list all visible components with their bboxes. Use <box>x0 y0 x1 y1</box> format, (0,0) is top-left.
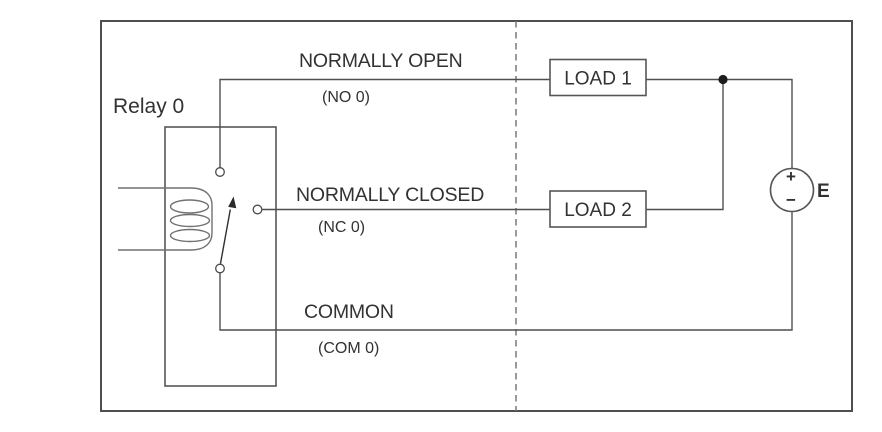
switch-arm-line <box>219 209 231 264</box>
diagram-border <box>100 20 853 412</box>
coil-loop <box>169 199 210 214</box>
load1-to-source-wire <box>646 78 793 169</box>
junction-to-load2-wire <box>646 79 724 211</box>
switch-arm <box>219 196 237 264</box>
load2-label: LOAD 2 <box>564 200 632 221</box>
coil-loop <box>169 228 211 243</box>
source-plus-sign: + <box>786 167 796 186</box>
common-label: COMMON <box>304 301 394 323</box>
load2-box <box>549 190 647 228</box>
nc-contact-terminal <box>252 204 263 215</box>
load1-box <box>549 58 647 97</box>
source-minus-sign: − <box>786 191 796 210</box>
junction-dot <box>718 74 728 85</box>
normally-open-label: NORMALLY OPEN <box>299 50 463 72</box>
normally-open-code: (NO 0) <box>322 89 370 106</box>
com-contact-terminal <box>215 263 225 274</box>
common-code: (COM 0) <box>318 340 379 357</box>
coil-loop <box>169 213 211 228</box>
normally-closed-label: NORMALLY CLOSED <box>296 184 484 206</box>
normally-open-wire <box>219 78 550 168</box>
coil-envelope <box>118 187 213 251</box>
load1-label: LOAD 1 <box>564 69 632 90</box>
switch-arrow-icon <box>228 196 237 209</box>
relay-coil-icon <box>118 187 213 251</box>
relay-label: Relay 0 <box>113 95 184 118</box>
normally-closed-code: (NC 0) <box>318 219 365 236</box>
common-wire <box>219 212 793 331</box>
source-label: E <box>817 181 830 202</box>
no-contact-terminal <box>215 167 225 177</box>
voltage-source-icon <box>769 167 815 213</box>
